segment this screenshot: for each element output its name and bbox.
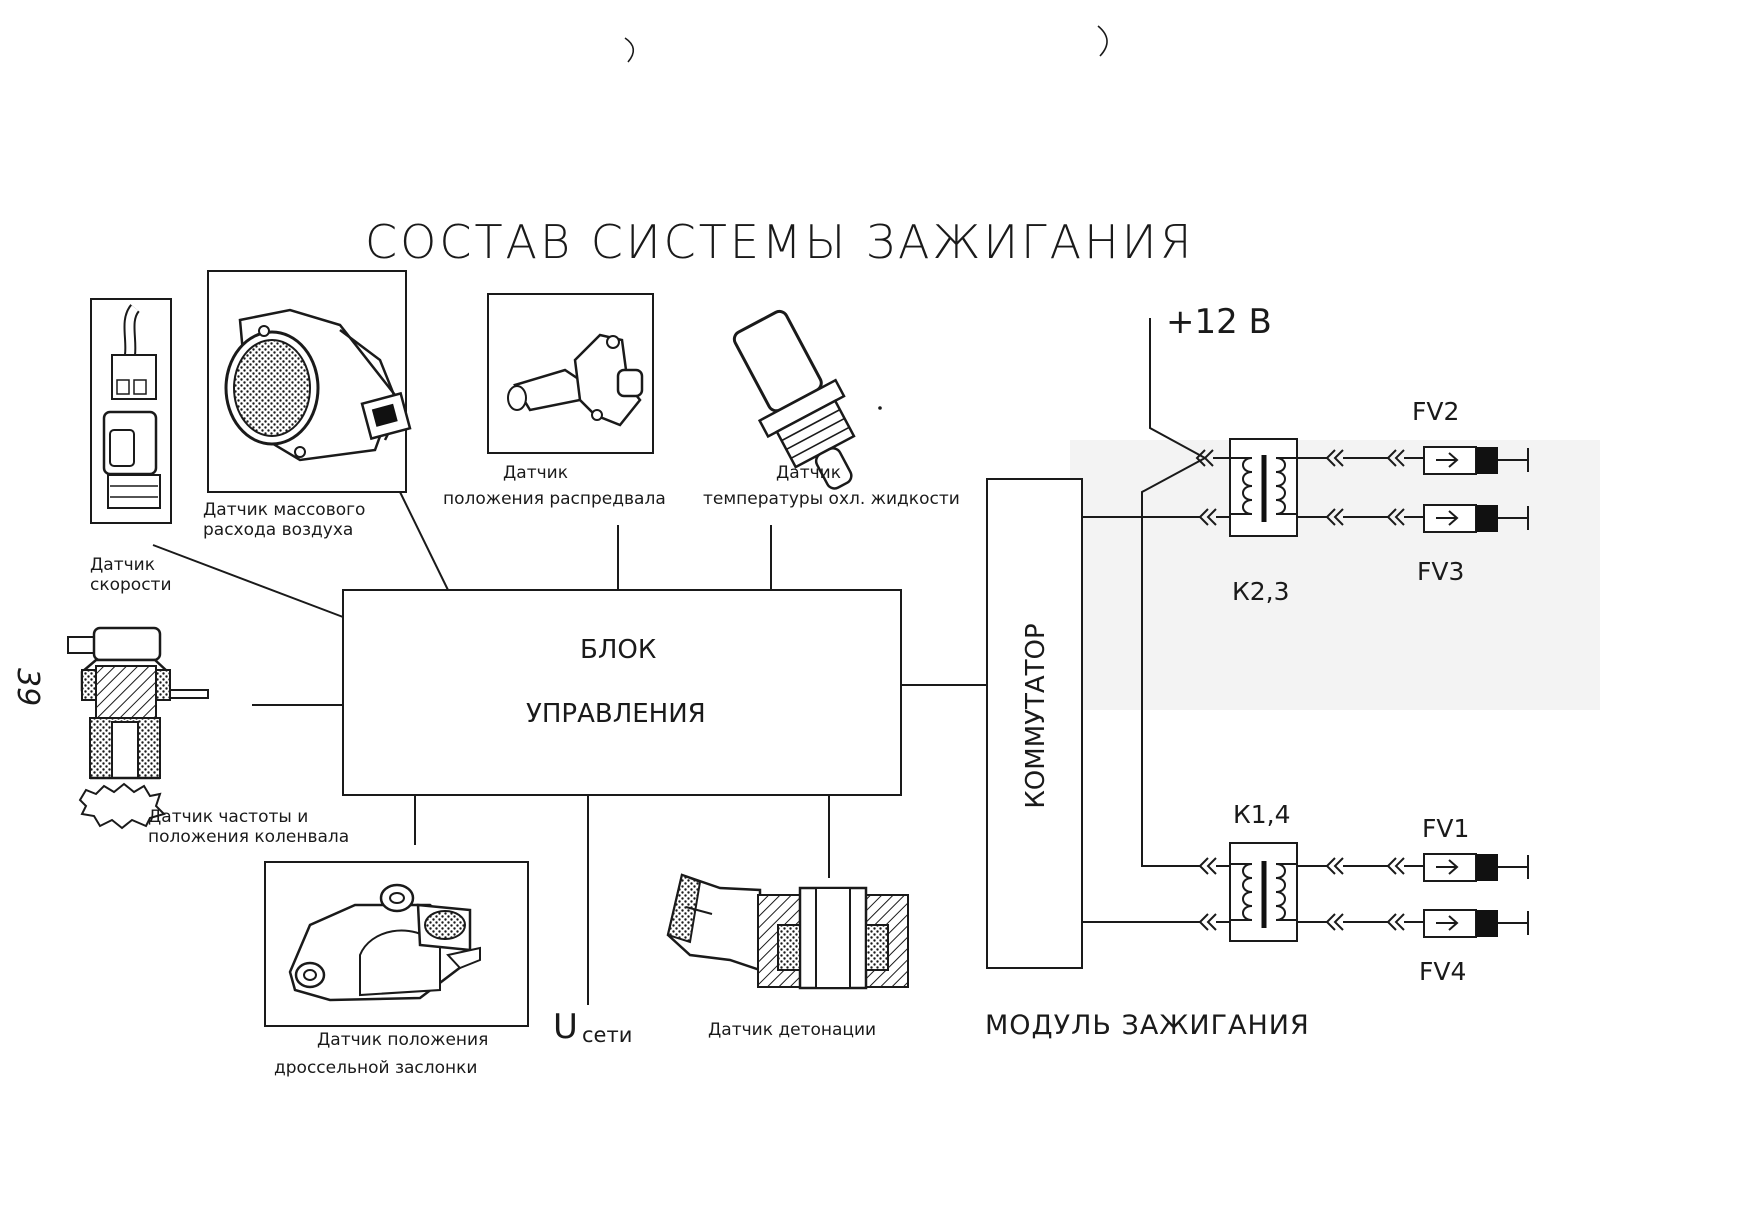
crankshaft-sensor-label-1: Датчик частоты и — [148, 807, 308, 827]
scan-speck — [878, 406, 882, 410]
spark-plug-icon — [1423, 853, 1529, 882]
throttle-sensor-label-2: дроссельной заслонки — [274, 1058, 477, 1078]
throttle-sensor-label-1: Датчик положения — [317, 1030, 488, 1050]
spark-plug-icon — [1423, 446, 1529, 475]
network-voltage-symbol: U — [553, 1007, 578, 1047]
punch-hole-mark — [1097, 25, 1108, 57]
spark-plug-fv3-label: FV3 — [1417, 557, 1464, 586]
control-unit-label-1: БЛОК — [580, 635, 656, 665]
punch-hole-mark — [624, 37, 635, 63]
switch-label: КОММУТАТОР — [1021, 623, 1051, 808]
diagram-title: СОСТАВ СИСТЕМЫ ЗАЖИГАНИЯ — [365, 215, 1194, 269]
coolant-temperature-sensor-icon — [732, 309, 856, 490]
spark-plug-icon — [1423, 504, 1529, 533]
coil-k23-label: К2,3 — [1232, 577, 1290, 606]
coolant-sensor-label-2: температуры охл. жидкости — [703, 489, 960, 509]
high-voltage-wires-lower — [1297, 857, 1424, 931]
throttle-position-sensor-icon — [264, 861, 529, 1027]
camshaft-sensor-icon — [487, 293, 654, 454]
mass-air-sensor-label-2: расхода воздуха — [203, 520, 353, 540]
knock-sensor-label: Датчик детонации — [708, 1020, 876, 1040]
ignition-coil-icon — [1198, 842, 1298, 942]
high-voltage-wires-upper — [1297, 449, 1424, 526]
crankshaft-sensor-icon — [67, 626, 209, 830]
control-unit-box — [342, 589, 902, 796]
spark-plug-fv1-label: FV1 — [1422, 814, 1469, 843]
supply-wires — [1082, 318, 1206, 923]
supply-voltage-label: +12 В — [1166, 302, 1272, 342]
mass-air-flow-sensor-icon — [207, 270, 412, 493]
network-voltage-sub: сети — [582, 1023, 632, 1047]
switch-box — [986, 478, 1083, 969]
coolant-sensor-label-1: Датчик — [776, 463, 841, 483]
coil-k14-label: К1,4 — [1233, 800, 1291, 829]
crankshaft-sensor-label-2: положения коленвала — [148, 827, 349, 847]
spark-plug-fv2-label: FV2 — [1412, 397, 1459, 426]
ignition-coil-icon — [1195, 438, 1298, 537]
speed-sensor-icon — [90, 298, 172, 524]
control-unit-label-2: УПРАВЛЕНИЯ — [526, 699, 706, 729]
ignition-module-label: МОДУЛЬ ЗАЖИГАНИЯ — [985, 1010, 1310, 1041]
camshaft-sensor-label-1: Датчик — [503, 463, 568, 483]
scan-shadow — [1070, 440, 1600, 710]
sensor-wires — [152, 491, 987, 1005]
speed-sensor-label-1: Датчик — [90, 555, 155, 575]
spark-plug-icon — [1423, 909, 1529, 938]
page-number: 39 — [10, 668, 45, 706]
spark-plug-fv4-label: FV4 — [1419, 957, 1466, 986]
speed-sensor-label-2: скорости — [90, 575, 172, 595]
camshaft-sensor-label-2: положения распредвала — [443, 489, 666, 509]
mass-air-sensor-label-1: Датчик массового — [203, 500, 365, 520]
knock-sensor-icon — [666, 873, 909, 990]
